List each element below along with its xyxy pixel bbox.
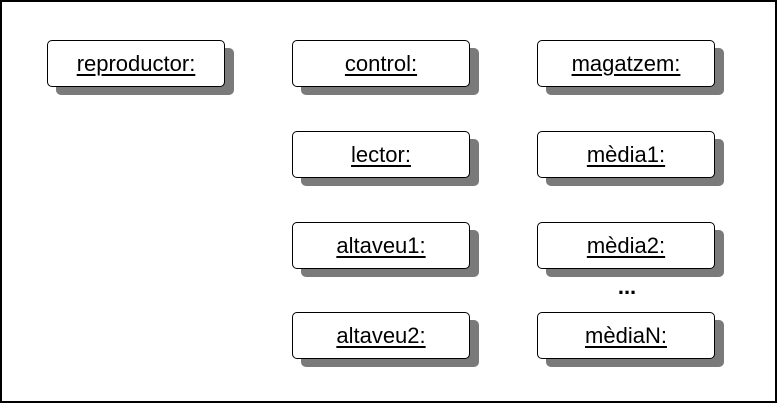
object-altaveu1: altaveu1: xyxy=(292,222,470,269)
object-reproductor: reproductor: xyxy=(47,40,225,87)
object-mediaN: mèdiaN: xyxy=(537,312,715,359)
object-magatzem: magatzem: xyxy=(537,40,715,87)
ellipsis: ... xyxy=(617,274,637,299)
object-altaveu2: altaveu2: xyxy=(292,312,470,359)
object-control: control: xyxy=(292,40,470,87)
object-lector: lector: xyxy=(292,131,470,178)
object-media2: mèdia2: xyxy=(537,222,715,269)
object-media1: mèdia1: xyxy=(537,131,715,178)
